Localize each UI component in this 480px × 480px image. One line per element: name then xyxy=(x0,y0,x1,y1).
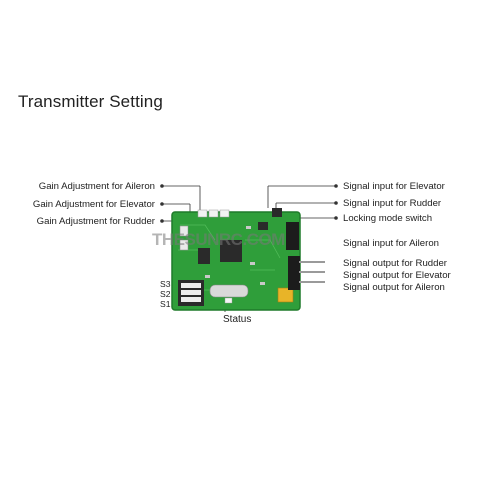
dip-switch xyxy=(178,280,204,306)
label-output-rudder: Signal output for Rudder xyxy=(343,258,447,269)
pcb-board xyxy=(171,208,325,311)
label-output-aileron: Signal output for Aileron xyxy=(343,282,445,293)
leader-lines-right xyxy=(224,184,338,312)
label-s2: S2 xyxy=(160,289,171,299)
label-input-rudder: Signal input for Rudder xyxy=(343,198,442,209)
trim-pots xyxy=(197,209,230,218)
label-output-elevator: Signal output for Elevator xyxy=(343,270,451,281)
label-s1: S1 xyxy=(160,299,171,309)
label-locking-switch: Locking mode switch xyxy=(343,213,433,224)
label-gain-elevator: Gain Adjustment for Elevator xyxy=(32,199,155,210)
watermark: THESUNRC.COM xyxy=(152,230,285,249)
label-gain-aileron: Gain Adjustment for Aileron xyxy=(38,181,155,192)
pin-headers xyxy=(286,222,325,290)
label-status: Status xyxy=(223,314,252,325)
label-s3: S3 xyxy=(160,279,171,289)
label-gain-rudder: Gain Adjustment for Rudder xyxy=(36,216,155,227)
leader-lines-left xyxy=(160,184,201,223)
label-input-aileron: Signal input for Aileron xyxy=(343,238,439,249)
label-input-elevator: Signal input for Elevator xyxy=(343,181,445,192)
page-title: Transmitter Setting xyxy=(18,92,163,111)
